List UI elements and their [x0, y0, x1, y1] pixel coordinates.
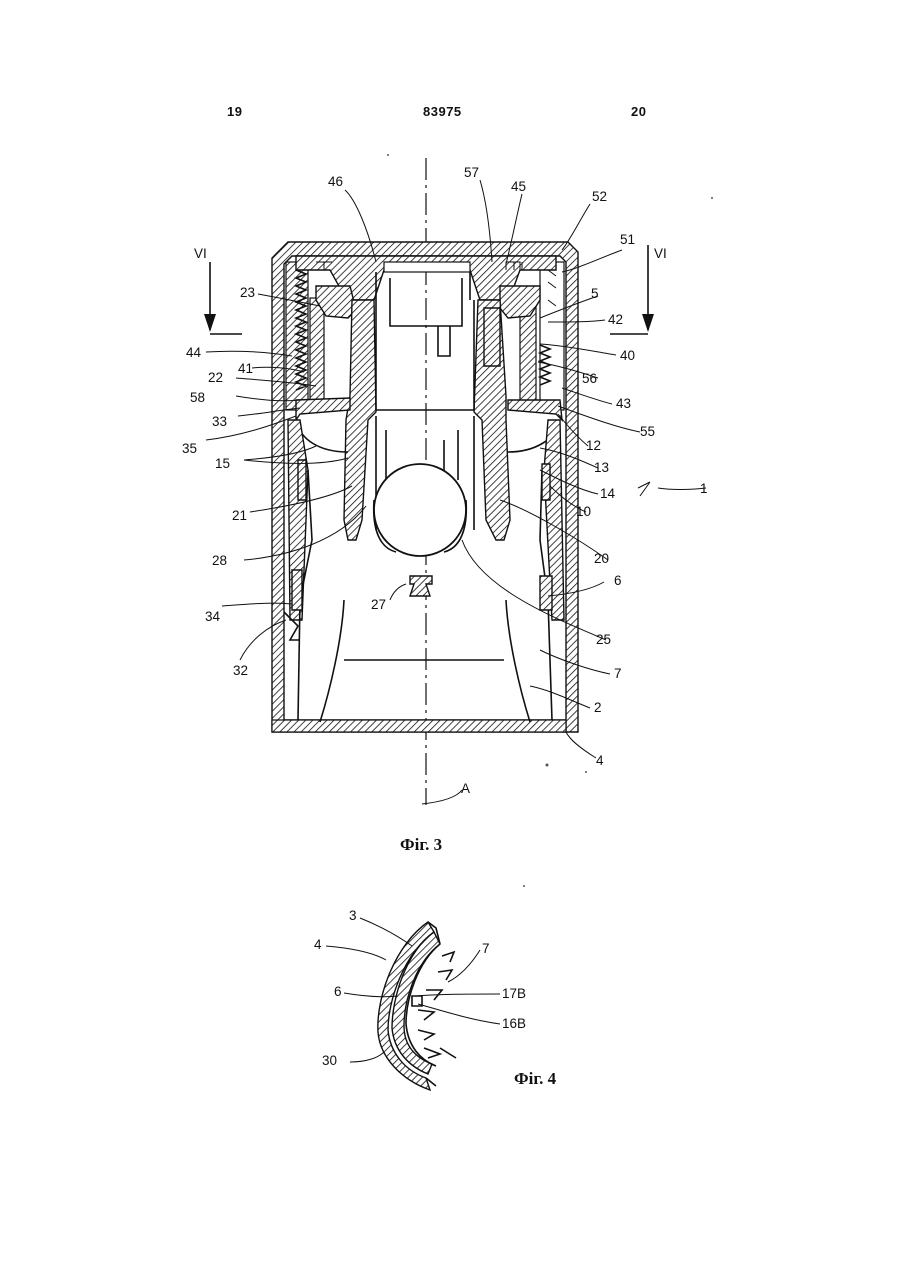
label-25: 25 — [596, 632, 611, 647]
label-34: 34 — [205, 609, 221, 624]
label-57: 57 — [464, 165, 479, 180]
section-marker-left: VI — [194, 246, 207, 261]
label-30: 30 — [322, 1053, 337, 1068]
label-58: 58 — [190, 390, 205, 405]
section-marker-right: VI — [654, 246, 667, 261]
label-44: 44 — [186, 345, 202, 360]
label-12: 12 — [586, 438, 601, 453]
label-33: 33 — [212, 414, 227, 429]
label-4: 4 — [596, 753, 604, 768]
figure-4: 3 4 6 7 30 17B 16B Фіг. 4 — [314, 908, 557, 1090]
label-4: 4 — [314, 937, 322, 952]
label-23: 23 — [240, 285, 255, 300]
label-5: 5 — [591, 286, 599, 301]
label-56: 56 — [582, 371, 597, 386]
label-35: 35 — [182, 441, 197, 456]
label-32: 32 — [233, 663, 248, 678]
label-20: 20 — [594, 551, 609, 566]
label-7: 7 — [614, 666, 622, 681]
label-16b: 16B — [502, 1016, 526, 1031]
label-21: 21 — [232, 508, 247, 523]
label-7: 7 — [482, 941, 490, 956]
left-thread — [286, 262, 324, 410]
label-42: 42 — [608, 312, 623, 327]
label-15: 15 — [215, 456, 230, 471]
label-14: 14 — [600, 486, 616, 501]
label-43: 43 — [616, 396, 631, 411]
label-1: 1 — [700, 481, 708, 496]
right-thread — [520, 262, 564, 410]
figure-3: VI VI — [182, 158, 708, 854]
bottle-shoulder — [296, 398, 562, 452]
axis-label-a: A — [461, 781, 470, 796]
label-52: 52 — [592, 189, 607, 204]
label-22: 22 — [208, 370, 223, 385]
label-55: 55 — [640, 424, 655, 439]
label-6: 6 — [334, 984, 342, 999]
label-3: 3 — [349, 908, 357, 923]
label-17b: 17B — [502, 986, 526, 1001]
label-41: 41 — [238, 361, 253, 376]
label-45: 45 — [511, 179, 526, 194]
label-27: 27 — [371, 597, 386, 612]
ball-valve — [374, 464, 467, 596]
label-40: 40 — [620, 348, 635, 363]
label-10: 10 — [576, 504, 591, 519]
label-2: 2 — [594, 700, 602, 715]
section-arrow-left: VI — [194, 246, 242, 334]
figure-4-caption: Фіг. 4 — [514, 1069, 557, 1088]
label-13: 13 — [594, 460, 609, 475]
figure-3-caption: Фіг. 3 — [400, 835, 442, 854]
label-6: 6 — [614, 573, 622, 588]
label-46: 46 — [328, 174, 343, 189]
label-28: 28 — [212, 553, 227, 568]
label-51: 51 — [620, 232, 635, 247]
